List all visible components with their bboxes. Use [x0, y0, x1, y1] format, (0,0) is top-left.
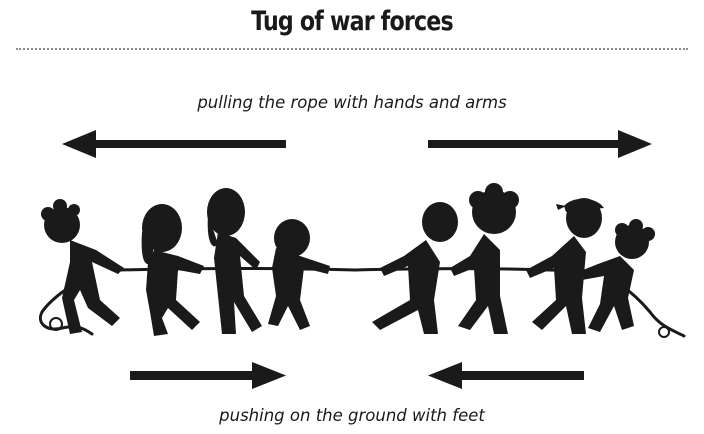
team-member-4 — [268, 219, 330, 330]
right-team — [372, 183, 655, 334]
pull-arrow-right — [428, 130, 652, 158]
push-arrow-right — [130, 362, 286, 389]
team-member-1 — [41, 199, 124, 334]
team-member-6 — [450, 183, 519, 334]
push-arrow-left — [428, 362, 584, 389]
left-team — [41, 188, 330, 336]
team-member-3 — [207, 188, 262, 334]
team-member-2 — [142, 204, 204, 336]
team-member-7 — [526, 198, 604, 334]
pull-arrow-left — [62, 130, 286, 158]
